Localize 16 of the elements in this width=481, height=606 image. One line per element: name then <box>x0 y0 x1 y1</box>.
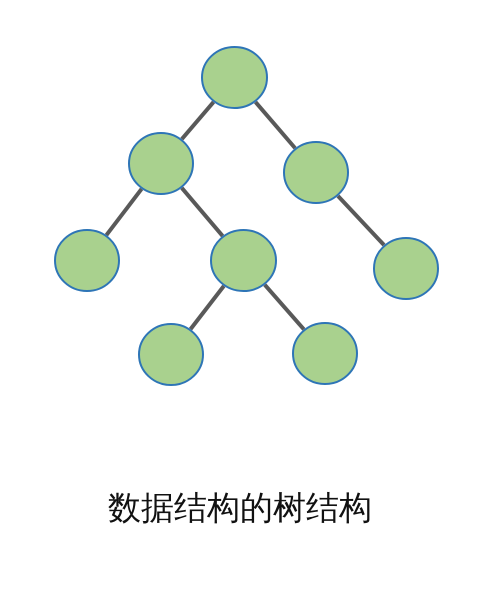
connector-line <box>180 100 216 140</box>
circle-node <box>283 141 349 204</box>
caption: 数据结构的树结构 <box>107 487 373 529</box>
circle-node <box>373 237 439 300</box>
connector-line <box>180 186 224 238</box>
connector-line <box>254 100 297 150</box>
connector-line <box>263 284 306 331</box>
circle-node <box>292 322 358 385</box>
connector-line <box>104 188 144 236</box>
connector-line <box>188 284 226 330</box>
connector-line <box>336 194 386 246</box>
circle-node <box>138 323 204 386</box>
circle-node <box>128 132 194 195</box>
circle-node <box>201 46 268 109</box>
circle-node <box>210 229 277 292</box>
circle-node <box>54 229 120 292</box>
